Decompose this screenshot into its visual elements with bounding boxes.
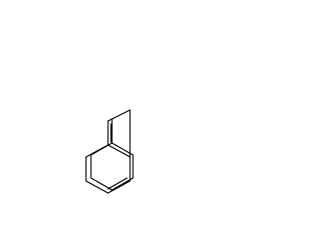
molecule-drawing [85, 109, 134, 194]
benzene-ring-left [85, 109, 131, 194]
chemical-structure-diagram [85, 109, 134, 194]
ring-system [90, 118, 134, 191]
